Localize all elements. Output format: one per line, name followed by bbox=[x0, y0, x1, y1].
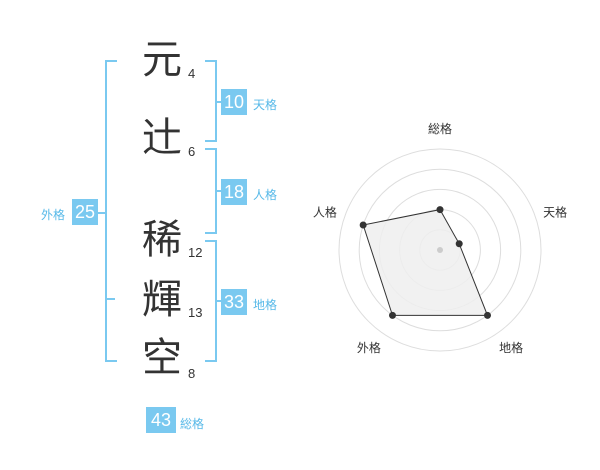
gaikaku-bracket bbox=[105, 60, 117, 362]
stroke-count-2: 6 bbox=[188, 144, 196, 159]
radar-area bbox=[362, 209, 489, 316]
name-char-4: 輝 bbox=[142, 277, 182, 323]
name-char-1: 元 bbox=[142, 37, 182, 83]
radar-point-3 bbox=[483, 311, 491, 319]
chikaku-label: 地格 bbox=[253, 298, 278, 312]
soukaku-badge: 43 bbox=[146, 407, 176, 433]
radar-point-1 bbox=[436, 206, 444, 214]
radar-point-5 bbox=[359, 221, 367, 229]
radar-axis-label-5: 人格 bbox=[313, 205, 337, 220]
gaikaku-badge: 25 bbox=[72, 199, 98, 225]
name-char-2: 辻 bbox=[142, 115, 182, 161]
radar-center bbox=[437, 247, 443, 253]
jinkaku-connector bbox=[215, 190, 221, 192]
tenkaku-label: 天格 bbox=[253, 98, 278, 112]
gaikaku-inner-tick bbox=[105, 298, 115, 300]
radar-ring-5 bbox=[338, 148, 542, 352]
tenkaku-badge: 10 bbox=[221, 89, 247, 115]
radar-points bbox=[359, 206, 491, 319]
soukaku-label: 総格 bbox=[180, 417, 205, 431]
radar-point-4 bbox=[389, 311, 397, 319]
radar-ring-4 bbox=[358, 168, 522, 332]
jinkaku-label: 人格 bbox=[253, 188, 278, 202]
radar-axis-label-3: 地格 bbox=[499, 340, 523, 355]
name-char-3: 稀 bbox=[142, 217, 182, 263]
chikaku-connector bbox=[215, 300, 221, 302]
gaikaku-connector bbox=[98, 212, 105, 214]
radar-axis-label-4: 外格 bbox=[357, 340, 381, 355]
stroke-count-5: 8 bbox=[188, 366, 196, 381]
tenkaku-connector bbox=[215, 101, 221, 103]
stroke-count-3: 12 bbox=[188, 245, 203, 260]
stroke-count-1: 4 bbox=[188, 66, 196, 81]
gaikaku-label: 外格 bbox=[41, 208, 66, 222]
radar-axis-label-1: 総格 bbox=[428, 121, 452, 136]
jinkaku-badge: 18 bbox=[221, 179, 247, 205]
stroke-count-4: 13 bbox=[188, 305, 203, 320]
name-char-5: 空 bbox=[142, 335, 182, 381]
chikaku-badge: 33 bbox=[221, 289, 247, 315]
radar-axis-label-2: 天格 bbox=[543, 205, 567, 220]
radar-point-2 bbox=[455, 240, 463, 248]
